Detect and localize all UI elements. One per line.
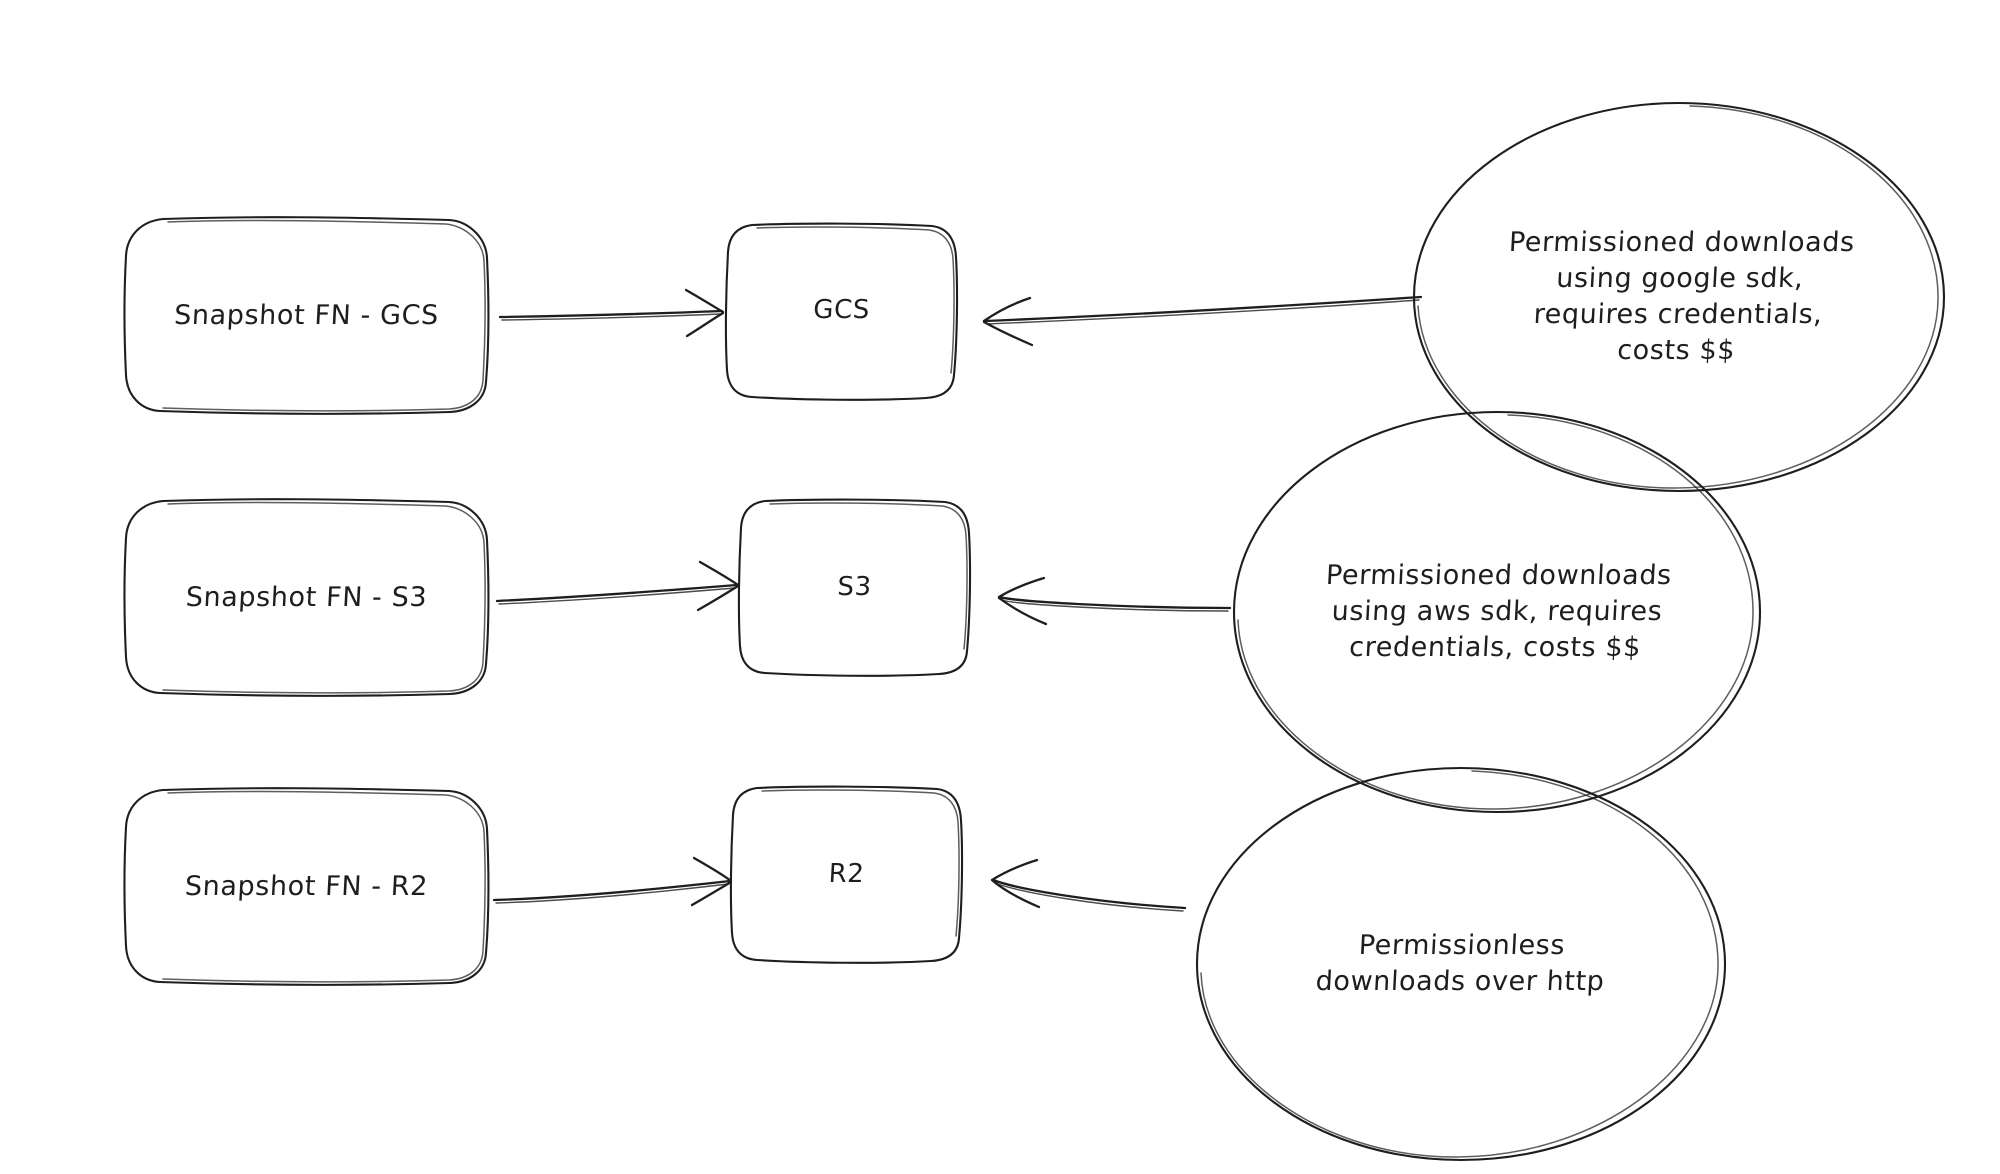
node-shape-snapshot-fn-gcs[interactable] (123, 216, 490, 415)
node-shape-snapshot-fn-s3[interactable] (123, 498, 490, 697)
node-label-s3: S3 (836, 571, 873, 602)
arrow-note-http-to-r2 (990, 858, 1187, 912)
node-label-snapshot-fn-r2: Snapshot FN - R2 (184, 870, 429, 902)
arrow-snapshot-fn-s3-to-s3 (495, 560, 740, 612)
arrow-snapshot-fn-gcs-to-gcs (498, 288, 725, 338)
note-label-aws: Permissioned downloads using aws sdk, re… (1325, 559, 1673, 664)
node-label-snapshot-fn-s3: Snapshot FN - S3 (185, 581, 428, 613)
node-label-gcs: GCS (812, 295, 871, 326)
node-shape-r2[interactable] (729, 785, 964, 964)
node-shape-s3[interactable] (737, 498, 972, 677)
note-shape-aws[interactable] (1232, 410, 1762, 814)
note-shape-google[interactable] (1412, 101, 1946, 493)
note-label-http: Permissionless downloads over http (1314, 929, 1606, 997)
node-shape-snapshot-fn-r2[interactable] (123, 787, 490, 986)
note-shape-http[interactable] (1195, 766, 1727, 1162)
arrow-snapshot-fn-r2-to-r2 (492, 856, 733, 907)
node-label-r2: R2 (827, 858, 866, 889)
node-label-snapshot-fn-gcs: Snapshot FN - GCS (173, 299, 440, 331)
note-label-google: Permissioned downloads using google sdk,… (1508, 226, 1856, 367)
arrow-note-google-to-gcs (982, 295, 1423, 347)
arrow-note-aws-to-s3 (997, 576, 1232, 626)
node-shape-gcs[interactable] (724, 222, 959, 401)
